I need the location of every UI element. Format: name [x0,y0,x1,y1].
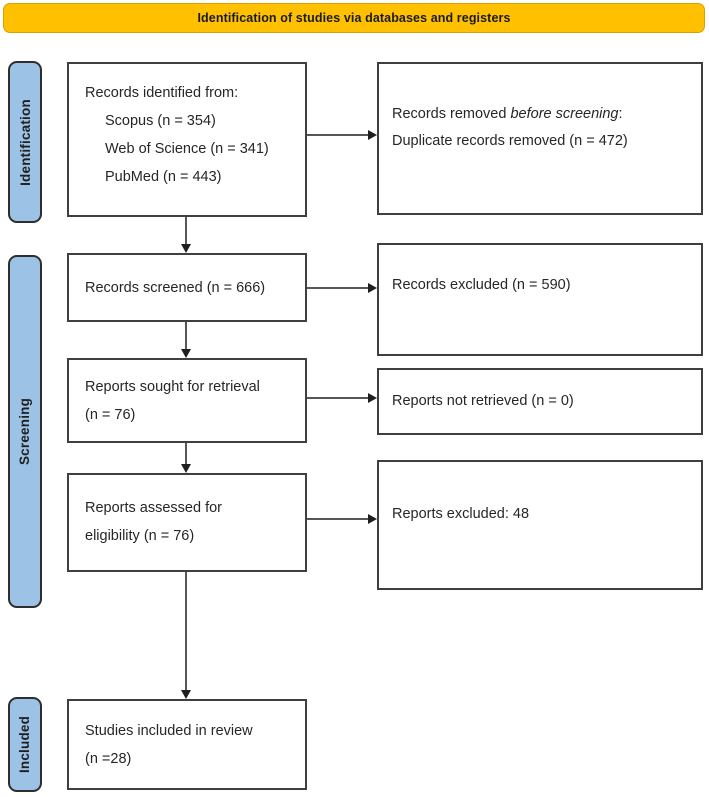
stage-label-identification: Identification [8,61,42,223]
stage-label-screening: Screening [8,255,42,608]
arrow-identified-to-removed [307,130,377,140]
box-text-line: Reports excluded: 48 [392,505,530,522]
box-records-removed: Records removed before screening: Duplic… [377,62,703,215]
stage-label-included: Included [8,697,42,792]
box-records-screened: Records screened (n = 666) [67,253,307,322]
arrow-sought-to-not-retrieved [307,393,377,403]
box-text-line: Records identified from: [85,85,239,101]
box-text-line: Duplicate records removed (n = 472) [392,132,628,149]
box-text-line: Reports assessed for [85,500,223,516]
box-records-excluded: Records excluded (n = 590) [377,243,703,356]
arrow-assessed-to-reports-excluded [307,514,377,524]
box-text-line: eligibility (n = 76) [85,528,195,544]
arrow-screened-to-sought [181,322,191,358]
box-text-line: Records screened (n = 666) [85,279,266,296]
arrow-assessed-to-included [181,572,191,699]
box-text-line: PubMed (n = 443) [105,169,222,185]
stage-label-screening-text: Screening [17,397,33,466]
box-text-line: Web of Science (n = 341) [105,141,269,157]
box-text-line: Reports sought for retrieval [85,379,260,395]
box-reports-assessed: Reports assessed for eligibility (n = 76… [67,473,307,572]
box-text-line: Studies included in review [85,723,253,739]
box-text-line: Records excluded (n = 590) [392,277,571,293]
arrow-screened-to-excluded [307,283,377,293]
box-text-line: Records removed before screening: [392,105,623,122]
box-text-line: (n =28) [85,751,132,767]
stage-label-identification-text: Identification [17,98,33,186]
box-studies-included: Studies included in review (n =28) [67,699,307,790]
box-reports-excluded: Reports excluded: 48 [377,460,703,590]
box-reports-not-retrieved: Reports not retrieved (n = 0) [377,368,703,435]
box-text-line: Scopus (n = 354) [105,113,216,129]
box-reports-sought: Reports sought for retrieval (n = 76) [67,358,307,443]
arrow-sought-to-assessed [181,443,191,473]
box-records-identified: Records identified from: Scopus (n = 354… [67,62,307,217]
arrow-identified-to-screened [181,217,191,253]
box-text-line: Reports not retrieved (n = 0) [392,393,574,409]
banner-title: Identification of studies via databases … [197,11,511,25]
banner: Identification of studies via databases … [3,3,705,33]
stage-label-included-text: Included [17,715,33,774]
box-text-line: (n = 76) [85,407,136,423]
